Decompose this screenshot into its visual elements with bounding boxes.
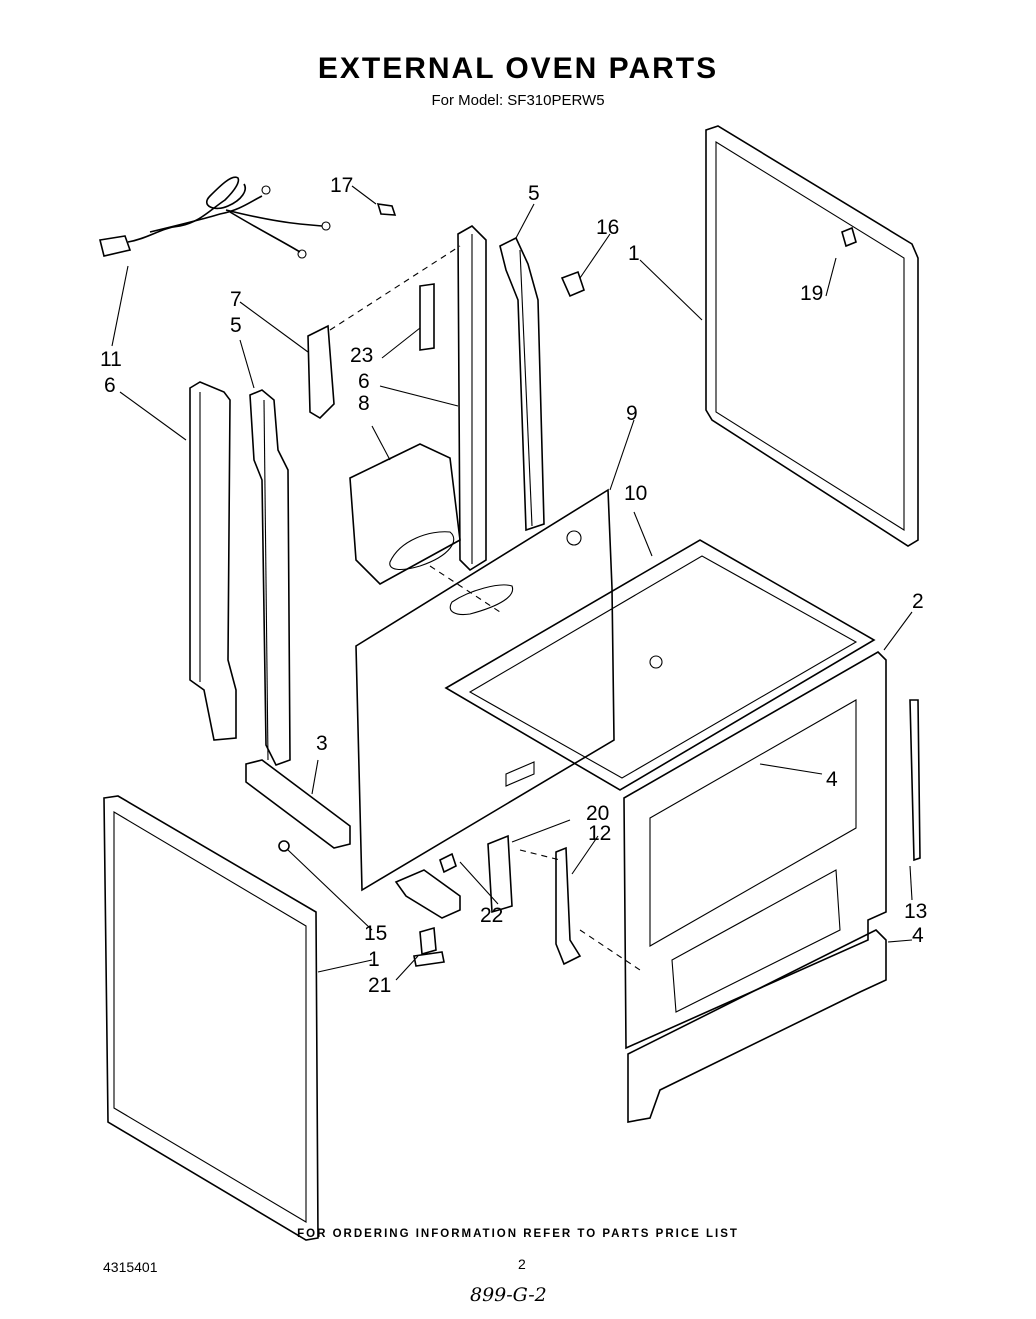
power-cord-part	[99, 176, 331, 259]
document-number: 4315401	[103, 1259, 158, 1275]
bottom-frame-part	[627, 929, 887, 1123]
callout-6: 6	[358, 370, 370, 393]
vertical-strip-part	[419, 283, 435, 351]
rear-side-rail-part	[457, 225, 487, 572]
leveling-leg-part	[413, 926, 445, 967]
callout-3: 3	[316, 732, 328, 755]
top-bracket-part	[307, 324, 335, 420]
top-panel-part	[444, 539, 876, 791]
callout-12: 12	[588, 822, 611, 845]
rear-channel-part	[499, 236, 545, 532]
front-strip-part	[909, 699, 921, 862]
upper-door-frame-part	[705, 125, 919, 547]
left-channel-part	[249, 389, 291, 766]
handwritten-note: 899-G-2	[470, 1284, 547, 1306]
callout-17: 17	[330, 174, 353, 197]
callout-20: 20	[586, 802, 609, 825]
lower-door-frame-part	[103, 795, 319, 1241]
callout-13: 13	[904, 900, 927, 923]
callout-23: 23	[350, 344, 373, 367]
callout-9: 9	[626, 402, 638, 425]
screw-part	[278, 840, 290, 852]
page-number: 2	[518, 1256, 526, 1272]
callout-5: 5	[230, 314, 242, 337]
left-side-rail-part	[189, 381, 237, 741]
callout-leader-lines	[111, 185, 913, 981]
hinge-part	[555, 846, 582, 966]
callout-7: 7	[230, 288, 242, 311]
side-cover-part	[487, 834, 513, 914]
callout-15: 15	[364, 922, 387, 945]
vent-duct-part	[349, 443, 461, 585]
callout-1: 1	[368, 948, 380, 971]
callout-2: 2	[912, 590, 924, 613]
bottom-rail-part	[245, 759, 351, 849]
callout-16: 16	[596, 216, 619, 239]
clip-part	[376, 203, 397, 216]
callout-6: 6	[104, 374, 116, 397]
right-side-panel-part	[623, 651, 887, 1050]
callout-22: 22	[480, 904, 503, 927]
base-support-part	[394, 869, 461, 919]
page-title: EXTERNAL OVEN PARTS	[317, 52, 719, 85]
bracket-part	[560, 270, 585, 298]
callout-21: 21	[368, 974, 391, 997]
callout-5: 5	[528, 182, 540, 205]
callout-19: 19	[800, 282, 823, 305]
callout-8: 8	[358, 392, 370, 415]
callout-4: 4	[826, 768, 838, 791]
callout-1: 1	[628, 242, 640, 265]
callout-11: 11	[100, 348, 122, 371]
callout-10: 10	[624, 482, 647, 505]
model-subtitle: For Model: SF310PERW5	[431, 92, 605, 109]
back-panel-part	[355, 488, 615, 892]
ordering-information-note: FOR ORDERING INFORMATION REFER TO PARTS …	[297, 1228, 739, 1240]
callout-4: 4	[912, 924, 924, 947]
small-clip-part	[439, 852, 457, 874]
